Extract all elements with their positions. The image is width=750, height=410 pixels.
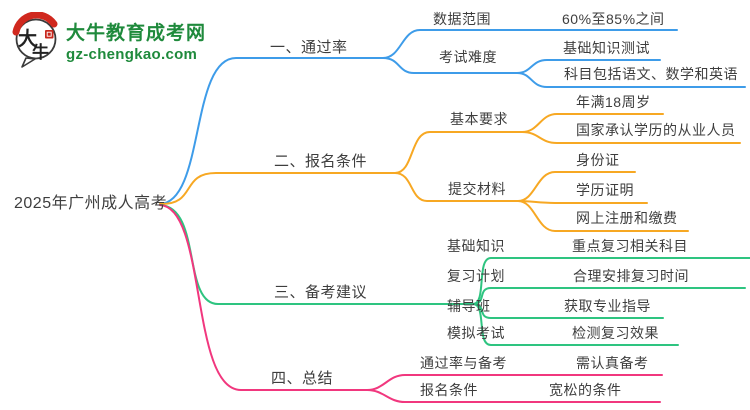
leaf-review-subjects[interactable]: 重点复习相关科目 — [572, 238, 688, 254]
subtopic-registration-conditions[interactable]: 报名条件 — [420, 382, 478, 398]
leaf-education-proof[interactable]: 学历证明 — [576, 182, 634, 198]
logo-seal-stamp — [45, 30, 54, 39]
logo-char-da: 大 — [18, 27, 37, 50]
site-logo[interactable]: 大 牛 大牛教育成考网 gz-chengkao.com — [12, 12, 206, 68]
subtopic-passrate-and-prep[interactable]: 通过率与备考 — [420, 355, 507, 371]
topic-summary[interactable]: 四、总结 — [271, 370, 334, 387]
site-url: gz-chengkao.com — [66, 45, 198, 63]
subtopic-data-range[interactable]: 数据范围 — [433, 11, 491, 27]
topic-pass-rate[interactable]: 一、通过率 — [270, 39, 348, 56]
subtopic-tutoring-class[interactable]: 辅导班 — [447, 298, 491, 314]
subtopic-mock-exam[interactable]: 模拟考试 — [447, 325, 505, 341]
subtopic-exam-difficulty[interactable]: 考试难度 — [439, 49, 497, 65]
topic-requirements[interactable]: 二、报名条件 — [274, 153, 368, 170]
leaf-professional-guidance[interactable]: 获取专业指导 — [564, 298, 651, 314]
site-name: 大牛教育成考网 — [66, 22, 207, 44]
bull-logo-icon: 大 牛 — [12, 12, 58, 68]
subtopic-submit-materials[interactable]: 提交材料 — [448, 181, 506, 197]
leaf-pass-rate-range[interactable]: 60%至85%之间 — [562, 11, 665, 27]
subtopic-review-plan[interactable]: 复习计划 — [447, 268, 505, 284]
logo-char-niu: 牛 — [32, 42, 49, 62]
leaf-age-18[interactable]: 年满18周岁 — [576, 94, 651, 110]
leaf-loose-conditions[interactable]: 宽松的条件 — [549, 382, 622, 398]
root-topic[interactable]: 2025年广州成人高考 — [14, 195, 168, 212]
leaf-exam-subjects[interactable]: 科目包括语文、数学和英语 — [564, 66, 738, 82]
logo-red-arc — [12, 12, 58, 36]
leaf-arrange-time[interactable]: 合理安排复习时间 — [573, 268, 689, 284]
topic-prep-advice[interactable]: 三、备考建议 — [274, 284, 368, 301]
leaf-basic-knowledge-test[interactable]: 基础知识测试 — [563, 40, 650, 56]
subtopic-basic-requirements[interactable]: 基本要求 — [450, 111, 508, 127]
leaf-online-registration[interactable]: 网上注册和缴费 — [576, 210, 678, 226]
subtopic-basic-knowledge[interactable]: 基础知识 — [447, 238, 505, 254]
leaf-serious-prep[interactable]: 需认真备考 — [576, 355, 649, 371]
leaf-recognized-education[interactable]: 国家承认学历的从业人员 — [576, 122, 736, 138]
leaf-check-review-effect[interactable]: 检测复习效果 — [572, 325, 659, 341]
leaf-id-card[interactable]: 身份证 — [576, 152, 620, 168]
